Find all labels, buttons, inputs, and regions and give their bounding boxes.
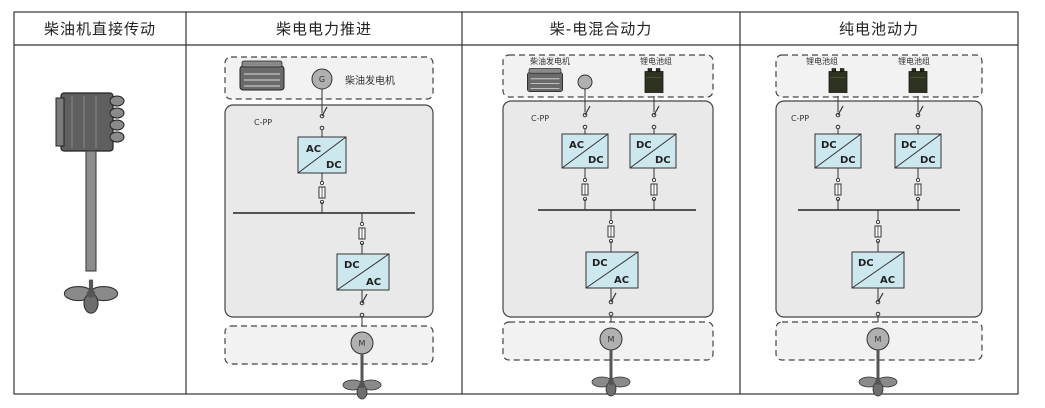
- svg-text:AC: AC: [306, 144, 321, 155]
- converter-icon: AC DC: [297, 136, 347, 174]
- header-diesel-electric: 柴电电力推进: [276, 20, 372, 38]
- svg-text:DC: DC: [655, 155, 671, 166]
- svg-text:AC: AC: [614, 275, 629, 286]
- diesel-generator-label: 柴油发电机: [345, 74, 395, 87]
- propeller-icon: [341, 373, 383, 401]
- cpp-label: C-PP: [791, 114, 809, 123]
- svg-text:DC: DC: [588, 155, 604, 166]
- shaft: [85, 150, 97, 272]
- battery-pack-label: 锂电池组: [640, 56, 672, 66]
- svg-text:DC: DC: [636, 140, 652, 151]
- header-diesel-direct: 柴油机直接传动: [44, 20, 156, 38]
- cpp-label: C-PP: [531, 114, 549, 123]
- battery-pack-label: 锂电池组: [806, 56, 838, 66]
- svg-text:AC: AC: [569, 140, 584, 151]
- propeller-icon: [857, 370, 899, 398]
- converter-icon: DC AC: [585, 251, 639, 289]
- generator-icon: [577, 74, 593, 90]
- svg-text:DC: DC: [901, 140, 917, 151]
- svg-text:DC: DC: [592, 258, 608, 269]
- battery-icon: [644, 68, 664, 93]
- generator-symbol: G: [319, 75, 325, 84]
- converter-icon: DC DC: [814, 133, 862, 169]
- svg-text:DC: DC: [344, 260, 360, 271]
- cpp-label: C-PP: [254, 118, 272, 127]
- engine-icon: [55, 92, 125, 152]
- motor-symbol: M: [875, 335, 882, 344]
- propeller-icon: [590, 370, 632, 398]
- engine-icon: [527, 68, 563, 92]
- converter-icon: AC DC: [561, 133, 609, 169]
- header-hybrid: 柴-电混合动力: [550, 20, 652, 38]
- propeller-icon: [64, 280, 117, 314]
- svg-text:DC: DC: [821, 140, 837, 151]
- svg-text:DC: DC: [840, 155, 856, 166]
- svg-text:DC: DC: [326, 160, 342, 171]
- hybrid-diagram: 柴油发电机 锂电池组 C-PP AC DC DC DC: [502, 54, 714, 398]
- diesel-generator-label: 柴油发电机: [530, 56, 570, 66]
- header-battery: 纯电池动力: [839, 20, 919, 38]
- svg-text:AC: AC: [366, 277, 381, 288]
- motor-symbol: M: [608, 335, 615, 344]
- motor-symbol: M: [359, 339, 366, 348]
- svg-text:DC: DC: [858, 258, 874, 269]
- svg-text:DC: DC: [920, 155, 936, 166]
- diesel-electric-diagram: G 柴油发电机 C-PP AC DC DC AC M: [224, 56, 434, 401]
- diesel-direct-drive-illustration: [55, 92, 125, 314]
- converter-icon: DC AC: [851, 251, 905, 289]
- converter-icon: DC AC: [336, 253, 390, 291]
- svg-text:AC: AC: [880, 275, 895, 286]
- engine-icon: [239, 60, 285, 91]
- battery-icon: [828, 68, 848, 93]
- table-frame: [13, 11, 1019, 395]
- storage-zone: [775, 54, 983, 98]
- battery-icon: [908, 68, 928, 93]
- converter-icon: DC DC: [629, 133, 677, 169]
- battery-pack-label: 锂电池组: [898, 56, 930, 66]
- propulsion-zone: [224, 325, 434, 365]
- battery-only-diagram: 锂电池组 锂电池组 C-PP DC DC DC DC: [775, 54, 983, 398]
- converter-icon: DC DC: [894, 133, 942, 169]
